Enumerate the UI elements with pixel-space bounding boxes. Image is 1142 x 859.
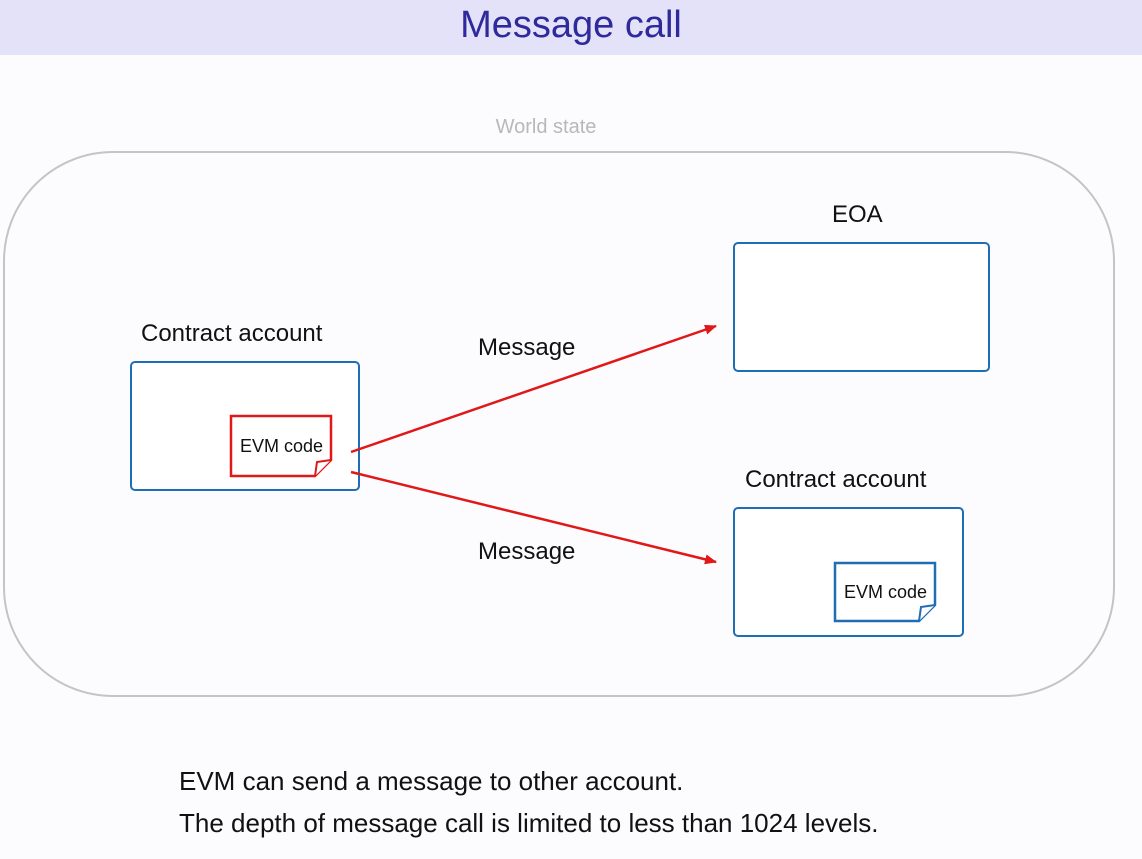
eoa-box — [733, 242, 990, 372]
evm-code-left-note: EVM code — [229, 414, 334, 478]
evm-code-right-label: EVM code — [843, 581, 928, 602]
caption-line-2: The depth of message call is limited to … — [179, 808, 879, 838]
evm-code-left-label: EVM code — [239, 435, 324, 456]
message-arrow-upper — [350, 324, 717, 454]
message-label-lower: Message — [478, 538, 576, 565]
message-label-upper: Message — [478, 334, 576, 361]
caption-line-1: EVM can send a message to other account. — [179, 766, 684, 796]
contract-account-right-label: Contract account — [745, 466, 927, 493]
contract-account-left-label: Contract account — [141, 320, 323, 347]
message-arrow-lower — [350, 470, 717, 565]
world-state-label: World state — [495, 116, 597, 138]
eoa-label: EOA — [832, 201, 883, 228]
evm-code-right-note: EVM code — [833, 561, 938, 623]
world-state-container — [3, 151, 1115, 697]
note-icon-blue — [833, 561, 937, 623]
title-bar: Message call — [0, 0, 1142, 55]
page-title: Message call — [460, 4, 682, 46]
note-icon-red — [229, 414, 333, 478]
